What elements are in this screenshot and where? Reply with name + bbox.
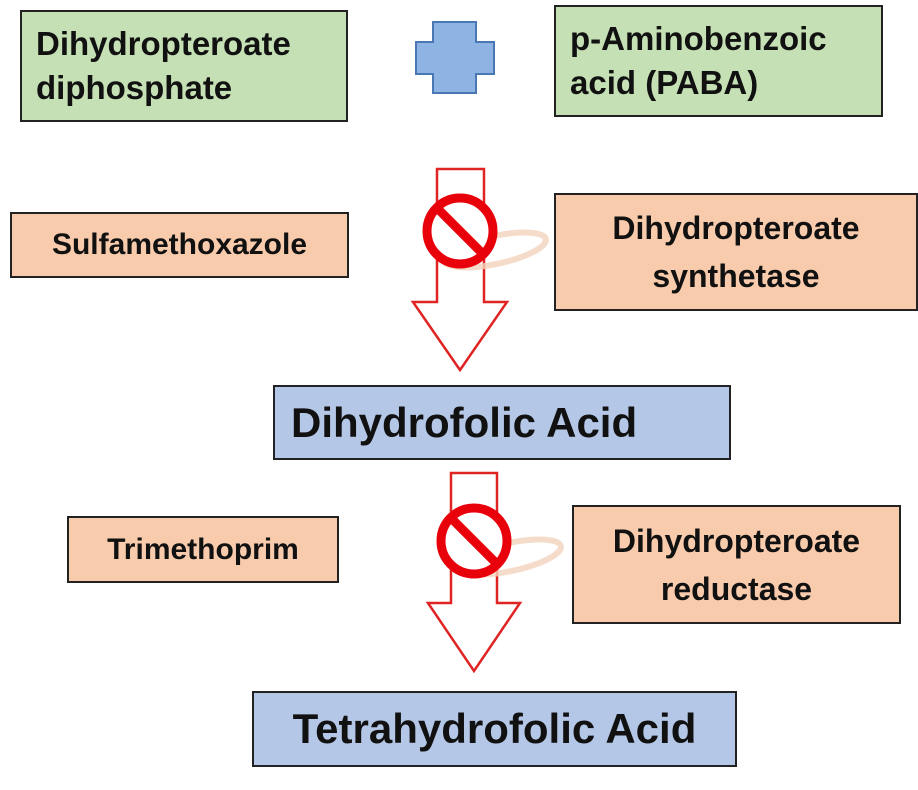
- trimethoprim-label: Trimethoprim: [107, 532, 299, 566]
- sulfamethoxazole-label: Sulfamethoxazole: [51, 228, 308, 261]
- sulfamethoxazole-box: Sulfamethoxazole: [10, 212, 349, 278]
- step1-prohibited-icon: [422, 193, 498, 269]
- dihydropteroate-synthetase-line-2: synthetase: [652, 258, 820, 294]
- step1-down-arrow: [410, 167, 510, 373]
- dihydropteroate-diphosphate-box: Dihydropteroate diphosphate: [20, 10, 348, 122]
- dihydropteroate-reductase-line-2: reductase: [660, 570, 813, 607]
- paba-line-1: p-Aminobenzoic: [570, 20, 827, 58]
- dihydropteroate-reductase-box: Dihydropteroate reductase: [572, 505, 901, 624]
- dihydrofolic-acid-label: Dihydrofolic Acid: [291, 398, 638, 446]
- dihydropteroate-synthetase-line-1: Dihydropteroate: [612, 210, 860, 246]
- dihydropteroate-diphosphate-line-2: diphosphate: [36, 69, 233, 106]
- paba-line-2: acid (PABA): [570, 64, 759, 101]
- step2-down-arrow: [425, 471, 523, 674]
- tetrahydrofolic-acid-box: Tetrahydrofolic Acid: [252, 691, 737, 767]
- step1-inhibition-swoosh: [441, 229, 549, 271]
- paba-box: p-Aminobenzoic acid (PABA): [554, 5, 883, 117]
- dihydropteroate-diphosphate-line-1: Dihydropteroate: [36, 25, 291, 63]
- dihydropteroate-synthetase-box: Dihydropteroate synthetase: [554, 193, 918, 311]
- dihydropteroate-reductase-line-1: Dihydropteroate: [612, 522, 861, 559]
- trimethoprim-box: Trimethoprim: [67, 516, 339, 583]
- tetrahydrofolic-acid-label: Tetrahydrofolic Acid: [292, 705, 697, 752]
- step2-inhibition-swoosh: [456, 536, 564, 578]
- step2-prohibited-icon: [436, 503, 512, 579]
- dihydrofolic-acid-box: Dihydrofolic Acid: [273, 385, 731, 460]
